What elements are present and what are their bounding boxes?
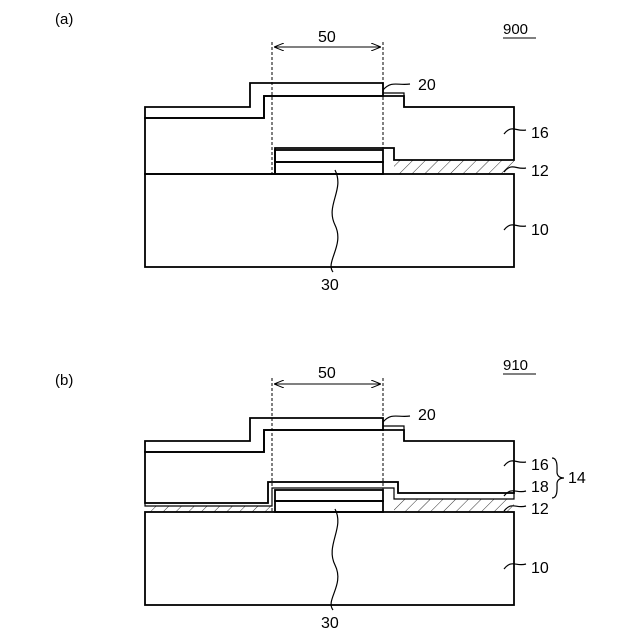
panel-a-ref: 900: [503, 21, 528, 38]
substrate-10-b: [145, 512, 514, 605]
layer-20-a: [145, 83, 383, 118]
panel-b: (b) 910 50 20 16 18 14: [55, 357, 586, 632]
label-16-a: 16: [531, 125, 549, 142]
panel-b-label: (b): [55, 372, 73, 389]
electrode-b: [275, 490, 383, 501]
layer-12-b-right: [394, 499, 514, 512]
label-20-a: 20: [418, 77, 436, 94]
label-14-b: 14: [568, 470, 586, 487]
label-10-b: 10: [531, 560, 549, 577]
label-20-b: 20: [418, 407, 436, 424]
electrode-a: [275, 150, 383, 162]
layer-20-b: [145, 418, 383, 452]
label-18-b: 18: [531, 479, 549, 496]
label-16-b: 16: [531, 457, 549, 474]
label-10-a: 10: [531, 222, 549, 239]
dim-50-b-label: 50: [318, 365, 336, 382]
panel-a-label: (a): [55, 11, 73, 28]
brace-14: [552, 458, 564, 498]
label-30-a: 30: [321, 277, 339, 294]
layer-12-b-left: [145, 506, 272, 512]
region-30-b: [275, 501, 383, 512]
region-30-a: [275, 162, 383, 174]
panel-b-ref: 910: [503, 357, 528, 374]
label-30-b: 30: [321, 615, 339, 632]
layer-12-a: [394, 160, 514, 174]
panel-a: (a) 900 50 20 16 12 10 30: [55, 11, 549, 294]
dim-50-a-label: 50: [318, 29, 336, 46]
label-12-a: 12: [531, 163, 549, 180]
substrate-10-a: [145, 174, 514, 267]
label-12-b: 12: [531, 501, 549, 518]
